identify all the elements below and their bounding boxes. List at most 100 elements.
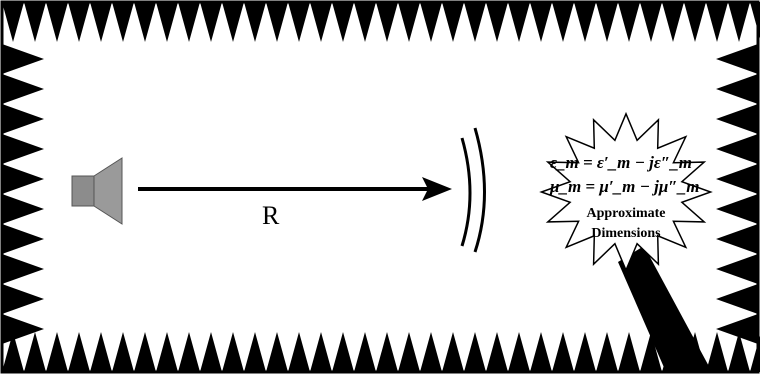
absorber-tooth-top (728, 2, 750, 42)
absorber-tooth-top (574, 2, 596, 42)
absorber-tooth-bottom (706, 332, 728, 372)
absorber-tooth-top (2, 2, 24, 42)
absorber-tooth-bottom (596, 332, 618, 372)
absorber-tooth-top (178, 2, 200, 42)
absorber-tooth-bottom (530, 332, 552, 372)
absorber-tooth-top (442, 2, 464, 42)
absorber-tooth-left (2, 314, 44, 344)
absorber-tooth-right (716, 254, 758, 284)
caption-line2: Dimensions (591, 226, 661, 241)
absorber-tooth-right (716, 104, 758, 134)
absorber-tooth-top (24, 2, 46, 42)
absorber-tooth-top (464, 2, 486, 42)
absorber-tooth-top (596, 2, 618, 42)
absorber-tooth-right (716, 284, 758, 314)
absorber-tooth-top (90, 2, 112, 42)
absorber-tooth-bottom (420, 332, 442, 372)
absorber-tooth-bottom (750, 335, 760, 372)
absorber-tooth-bottom (618, 332, 640, 372)
absorber-tooth-top (750, 2, 760, 39)
absorber-tooth-right (716, 164, 758, 194)
range-arrow (138, 177, 452, 201)
absorber-tooth-bottom (398, 332, 420, 372)
absorber-tooth-bottom (354, 332, 376, 372)
absorber-tooth-top (486, 2, 508, 42)
absorber-tooth-bottom (222, 332, 244, 372)
absorber-tooth-right (716, 224, 758, 254)
absorber-tooth-bottom (288, 332, 310, 372)
absorber-tooth-bottom (508, 332, 530, 372)
absorber-tooth-bottom (442, 332, 464, 372)
permeability-equation: μ_m = μ′_m − jμ″_m (549, 177, 699, 196)
horn-antenna-icon (71, 157, 123, 225)
absorber-tooth-top (332, 2, 354, 42)
absorber-tooth-bottom (552, 332, 574, 372)
absorber-tooth-top (222, 2, 244, 42)
range-label: R (262, 201, 280, 230)
absorber-tooth-bottom (178, 332, 200, 372)
absorber-tooth-bottom (332, 332, 354, 372)
absorber-tooth-bottom (486, 332, 508, 372)
absorber-tooth-top (112, 2, 134, 42)
absorber-tooth-bottom (200, 332, 222, 372)
absorber-tooth-top (134, 2, 156, 42)
absorber-tooth-top (354, 2, 376, 42)
absorber-tooth-bottom (574, 332, 596, 372)
absorber-tooth-top (530, 2, 552, 42)
absorber-tooth-top (376, 2, 398, 42)
absorber-tooth-top (552, 2, 574, 42)
absorber-tooth-left (2, 254, 44, 284)
absorber-tooth-right (716, 194, 758, 224)
absorber-tooth-left (2, 104, 44, 134)
absorber-tooth-top (200, 2, 222, 42)
absorber-tooth-top (266, 2, 288, 42)
absorber-tooth-top (618, 2, 640, 42)
absorber-tooth-top (508, 2, 530, 42)
absorber-tooth-top (420, 2, 442, 42)
absorber-tooth-bottom (90, 332, 112, 372)
absorber-tooth-bottom (464, 332, 486, 372)
absorber-tooth-top (706, 2, 728, 42)
absorber-tooth-top (640, 2, 662, 42)
absorber-tooth-top (244, 2, 266, 42)
absorber-tooth-bottom (156, 332, 178, 372)
absorber-tooth-left (2, 164, 44, 194)
absorber-tooth-bottom (2, 332, 24, 372)
absorber-tooth-left (2, 44, 44, 74)
target-starburst (539, 111, 713, 273)
absorber-tooth-left (2, 74, 44, 104)
absorber-tooth-top (68, 2, 90, 42)
absorber-tooth-left (2, 224, 44, 254)
absorber-tooth-bottom (24, 332, 46, 372)
absorber-tooth-bottom (310, 332, 332, 372)
absorber-tooth-top (310, 2, 332, 42)
absorber-tooth-top (662, 2, 684, 42)
absorber-tooth-top (684, 2, 706, 42)
target-support-pylon (618, 246, 712, 372)
wavefront-arcs (460, 127, 486, 253)
absorber-tooth-right (716, 44, 758, 74)
caption-line1: Approximate (586, 206, 665, 221)
absorber-tooth-top (156, 2, 178, 42)
absorber-tooth-bottom (376, 332, 398, 372)
absorber-tooth-bottom (244, 332, 266, 372)
absorber-tooth-top (398, 2, 420, 42)
absorber-tooth-bottom (728, 332, 750, 372)
absorber-tooth-bottom (68, 332, 90, 372)
absorber-tooth-top (46, 2, 68, 42)
absorber-tooth-left (2, 134, 44, 164)
absorber-tooth-right (716, 74, 758, 104)
absorber-tooth-left (2, 284, 44, 314)
absorber-tooth-bottom (640, 332, 662, 372)
absorber-tooth-bottom (46, 332, 68, 372)
absorber-tooth-bottom (134, 332, 156, 372)
absorber-tooth-left (2, 194, 44, 224)
absorber-tooth-bottom (266, 332, 288, 372)
absorber-tooth-top (288, 2, 310, 42)
absorber-tooth-right (716, 134, 758, 164)
permittivity-equation: ε_m = ε′_m − jε″_m (550, 153, 692, 172)
absorber-tooth-bottom (112, 332, 134, 372)
